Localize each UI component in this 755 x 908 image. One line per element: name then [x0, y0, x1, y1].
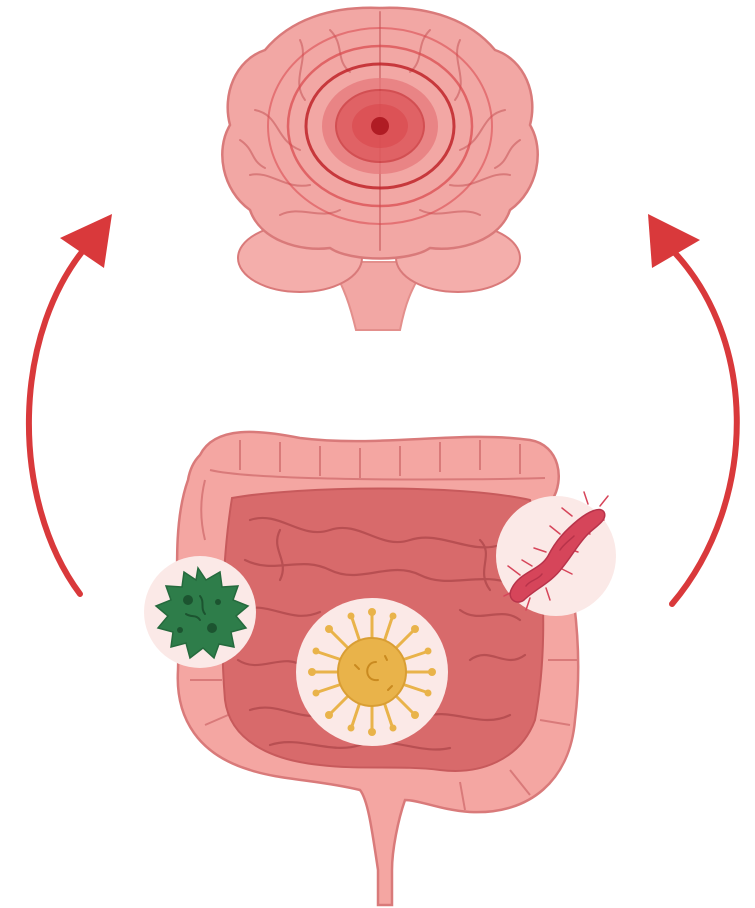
yellow-virus-icon: [296, 598, 448, 746]
green-bacteria-icon: [144, 556, 256, 668]
curved-arrow-up-left-icon: [29, 214, 112, 594]
brain-icon: [222, 8, 537, 330]
curved-arrow-up-right-icon: [648, 214, 737, 604]
